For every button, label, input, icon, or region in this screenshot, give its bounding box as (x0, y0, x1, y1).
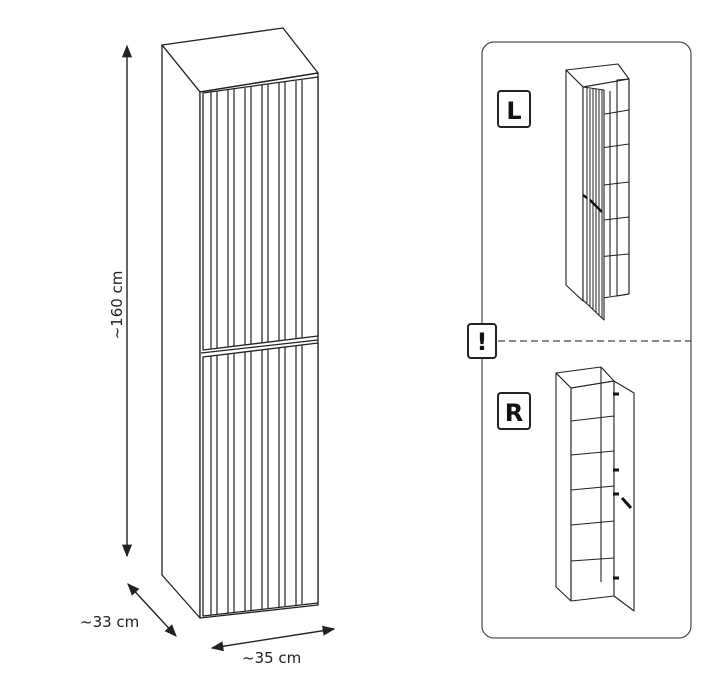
main-cabinet (161, 27, 319, 619)
warning-badge: ! (467, 323, 497, 359)
lower-door (202, 342, 319, 617)
depth-label: ~33 cm (80, 613, 139, 631)
right-variant-hinges (613, 392, 633, 580)
svg-text:L: L (506, 97, 521, 125)
right-variant-door (613, 380, 635, 612)
height-label: ~160 cm (108, 271, 126, 340)
cabinet-side (161, 44, 201, 619)
left-variant-badge: L (497, 90, 531, 128)
width-label: ~35 cm (242, 649, 301, 667)
upper-door-ribs (210, 80, 303, 349)
width-arrow (210, 625, 336, 652)
left-variant-cabinet (565, 63, 630, 321)
warning-icon: ! (477, 328, 488, 356)
left-variant-door-ribs (586, 88, 603, 318)
right-variant-badge: R (497, 392, 531, 430)
left-variant-hinges (582, 194, 603, 213)
depth-arrow (127, 583, 177, 637)
door-gap (200, 339, 319, 354)
upper-door (202, 76, 319, 351)
svg-text:R: R (505, 399, 523, 427)
lower-door-ribs (210, 345, 303, 615)
right-variant-cabinet (555, 366, 635, 612)
